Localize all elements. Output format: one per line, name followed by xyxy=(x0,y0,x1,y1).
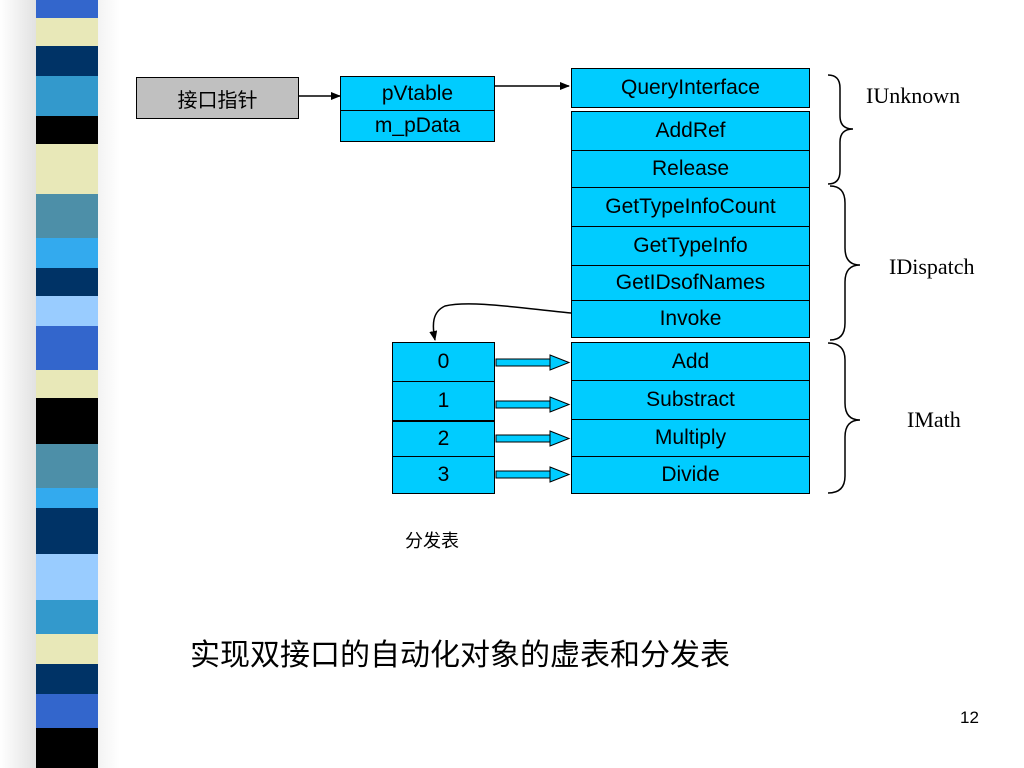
vtable-entry-getidsofnames: GetIDsofNames xyxy=(571,265,810,301)
dispatch-id-2: 2 xyxy=(392,421,495,457)
dispatch-id-3: 3 xyxy=(392,456,495,494)
dispatch-arrow-3 xyxy=(495,466,571,483)
vtable-entry-addref: AddRef xyxy=(571,111,810,151)
vtable-entry-release: Release xyxy=(571,150,810,188)
page-number: 12 xyxy=(960,708,979,727)
object-field-mpdata: m_pData xyxy=(340,110,495,142)
dispatch-arrow-2 xyxy=(495,430,571,447)
brace-iunknown xyxy=(827,74,854,185)
vtable-entry-gettypeinfo: GetTypeInfo xyxy=(571,226,810,266)
dispatch-arrow-1 xyxy=(495,396,571,413)
slide-caption: 实现双接口的自动化对象的虚表和分发表 xyxy=(190,638,730,673)
interface-label-imath: IMath xyxy=(907,407,961,432)
interface-label-iunknown: IUnknown xyxy=(866,83,961,108)
vtable-entry-queryinterface: QueryInterface xyxy=(571,68,810,108)
object-field-pvtable: pVtable xyxy=(340,76,495,111)
interface-pointer-box: 接口指针 xyxy=(136,77,299,119)
vtable-entry-add: Add xyxy=(571,342,810,382)
brace-idispatch xyxy=(829,185,861,341)
dispatch-table-label: 分发表 xyxy=(405,531,459,552)
vtable-entry-multiply: Multiply xyxy=(571,419,810,457)
brace-imath xyxy=(827,342,861,494)
vtable-entry-divide: Divide xyxy=(571,456,810,494)
vtable-entry-gettypeinfocount: GetTypeInfoCount xyxy=(571,187,810,227)
dispatch-id-0: 0 xyxy=(392,342,495,382)
interface-label-idispatch: IDispatch xyxy=(889,254,975,279)
vtable-entry-substract: Substract xyxy=(571,380,810,420)
vtable-entry-invoke: Invoke xyxy=(571,300,810,338)
decorative-stripe-band xyxy=(36,0,98,768)
dispatch-id-1: 1 xyxy=(392,381,495,421)
invoke-to-dispatch-arrow xyxy=(429,303,572,341)
dispatch-arrow-0 xyxy=(495,354,571,371)
